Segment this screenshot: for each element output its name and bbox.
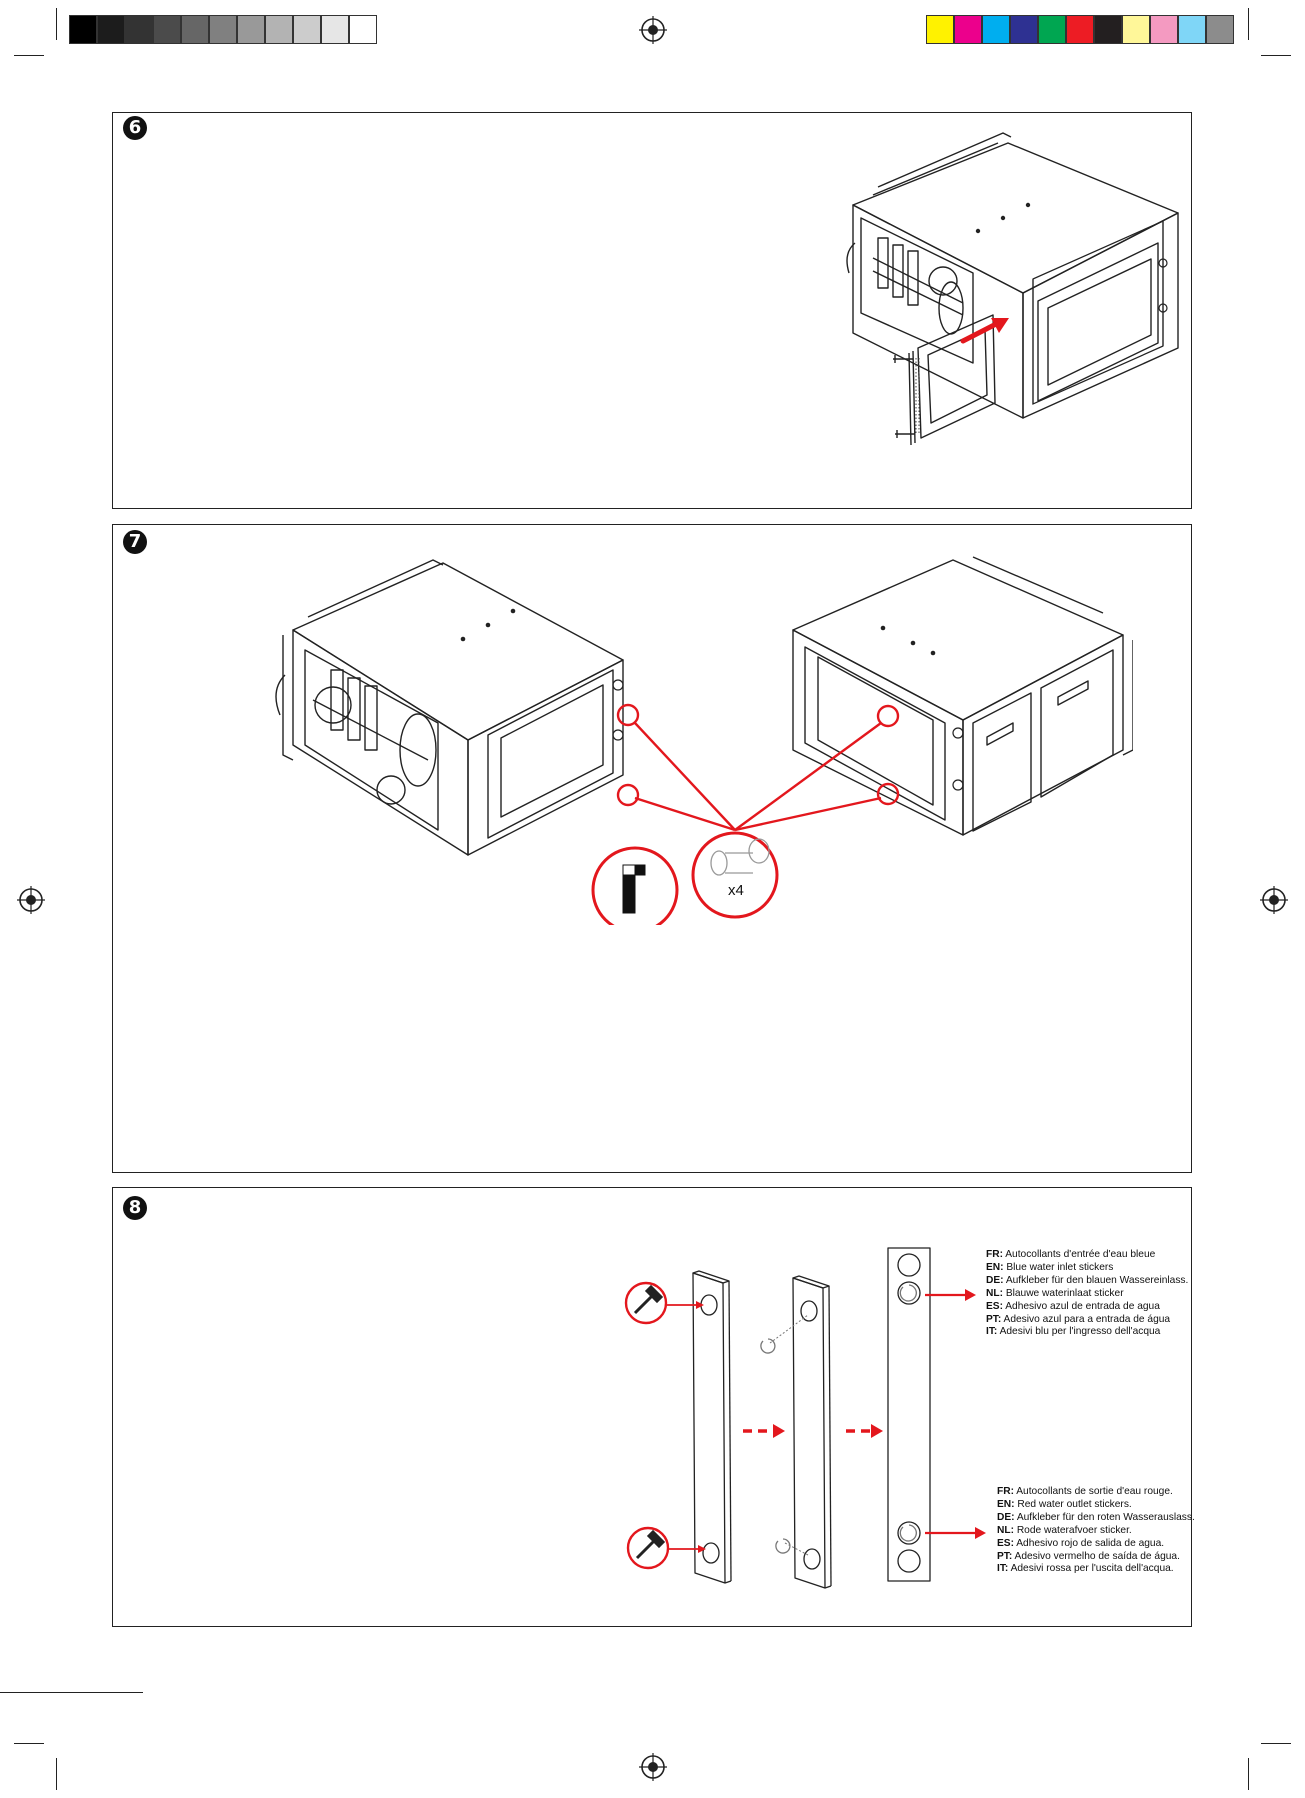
crop-mark: [1248, 8, 1249, 40]
color-swatch: [293, 15, 321, 44]
color-swatch: [237, 15, 265, 44]
color-swatch: [181, 15, 209, 44]
sticker-label-text: Rode waterafvoer sticker.: [1013, 1524, 1132, 1536]
color-swatch: [1150, 15, 1178, 44]
step-7-panel: 7: [112, 524, 1192, 1173]
red-outlet-sticker-labels: FR: Autocollants de sortie d'eau rouge.E…: [997, 1486, 1195, 1576]
color-swatch: [1122, 15, 1150, 44]
language-code: DE:: [997, 1511, 1015, 1523]
crop-mark: [56, 1758, 57, 1790]
sticker-label-text: Adhesivo azul de entrada de agua: [1002, 1300, 1160, 1312]
color-swatch: [1066, 15, 1094, 44]
color-swatch: [209, 15, 237, 44]
color-swatch: [1206, 15, 1234, 44]
sticker-label-text: Adesivo vermelho de saída de água.: [1012, 1550, 1180, 1562]
sticker-label-line: IT: Adesivi rossa per l'uscita dell'acqu…: [997, 1563, 1195, 1576]
color-swatch: [1178, 15, 1206, 44]
sticker-label-line: IT: Adesivi blu per l'ingresso dell'acqu…: [986, 1326, 1188, 1339]
sticker-label-line: DE: Aufkleber für den roten Wasserauslas…: [997, 1512, 1195, 1525]
color-swatch: [97, 15, 125, 44]
language-code: PT:: [997, 1550, 1013, 1562]
sticker-label-line: NL: Blauwe waterinlaat sticker: [986, 1288, 1188, 1301]
language-code: EN:: [997, 1498, 1015, 1510]
crop-mark: [1261, 1743, 1291, 1744]
sticker-label-text: Autocollants d'entrée d'eau bleue: [1002, 1249, 1156, 1260]
color-swatch: [349, 15, 377, 44]
sticker-label-text: Blauwe waterinlaat sticker: [1002, 1287, 1124, 1299]
language-code: DE:: [986, 1274, 1004, 1286]
registration-mark-bottom: [639, 1753, 667, 1781]
step-number-badge: 8: [123, 1196, 147, 1220]
sticker-label-text: Aufkleber für den blauen Wassereinlass.: [1003, 1274, 1189, 1286]
language-code: EN:: [986, 1261, 1004, 1273]
language-code: FR:: [986, 1249, 1003, 1260]
sticker-label-line: EN: Blue water inlet stickers: [986, 1262, 1188, 1275]
language-code: FR:: [997, 1486, 1014, 1497]
quantity-label: x4: [728, 882, 744, 899]
crop-mark: [14, 55, 44, 56]
crop-mark: [14, 1743, 44, 1744]
color-swatch: [982, 15, 1010, 44]
sticker-label-text: Adesivi rossa per l'uscita dell'acqua.: [1008, 1563, 1174, 1575]
sticker-label-line: ES: Adhesivo rojo de salida de agua.: [997, 1538, 1195, 1551]
language-code: IT:: [997, 1563, 1009, 1575]
footnote-rule: [0, 1692, 143, 1693]
sticker-label-text: Aufkleber für den roten Wasserauslass.: [1014, 1511, 1195, 1523]
color-swatch: [125, 15, 153, 44]
sticker-label-line: DE: Aufkleber für den blauen Wassereinla…: [986, 1275, 1188, 1288]
color-swatch: [926, 15, 954, 44]
registration-mark-left: [17, 886, 45, 914]
step-number-badge: 7: [123, 530, 147, 554]
sticker-label-line: FR: Autocollants de sortie d'eau rouge.: [997, 1486, 1195, 1499]
registration-mark-top: [639, 16, 667, 44]
sticker-label-text: Adesivi blu per l'ingresso dell'acqua: [997, 1326, 1161, 1338]
sticker-label-text: Adhesivo rojo de salida de agua.: [1013, 1537, 1165, 1549]
sticker-label-text: Autocollants de sortie d'eau rouge.: [1013, 1486, 1173, 1497]
language-code: PT:: [986, 1313, 1002, 1325]
sticker-label-text: Adesivo azul para a entrada de água: [1001, 1313, 1171, 1325]
language-code: NL:: [986, 1287, 1003, 1299]
color-swatch: [321, 15, 349, 44]
registration-mark-right: [1260, 886, 1288, 914]
step-8-panel: 8: [112, 1187, 1195, 1627]
sticker-label-line: ES: Adhesivo azul de entrada de agua: [986, 1301, 1188, 1314]
color-swatch: [1010, 15, 1038, 44]
process-color-bar: [926, 0, 1236, 48]
sticker-label-text: Red water outlet stickers.: [1014, 1498, 1132, 1510]
sticker-label-text: Blue water inlet stickers: [1003, 1261, 1114, 1273]
language-code: NL:: [997, 1524, 1014, 1536]
crop-mark: [1261, 55, 1291, 56]
step-8-sticker-illustration: [624, 1247, 986, 1589]
step-6-panel: 6: [112, 112, 1192, 509]
step-6-coil-insertion-illustration: [846, 132, 1179, 446]
sticker-label-line: EN: Red water outlet stickers.: [997, 1499, 1195, 1512]
language-code: ES:: [997, 1537, 1014, 1549]
color-swatch: [153, 15, 181, 44]
grayscale-color-bar: [69, 0, 379, 48]
language-code: ES:: [986, 1300, 1003, 1312]
step-7-duct-frame-illustration: x4: [275, 556, 1133, 925]
sticker-label-line: FR: Autocollants d'entrée d'eau bleue: [986, 1249, 1188, 1262]
crop-mark: [56, 8, 57, 40]
sticker-label-line: NL: Rode waterafvoer sticker.: [997, 1525, 1195, 1538]
color-swatch: [1038, 15, 1066, 44]
sticker-label-line: PT: Adesivo vermelho de saída de água.: [997, 1551, 1195, 1564]
language-code: IT:: [986, 1326, 998, 1338]
crop-mark: [1248, 1758, 1249, 1790]
color-swatch: [1094, 15, 1122, 44]
color-swatch: [69, 15, 97, 44]
step-number-badge: 6: [123, 116, 147, 140]
sticker-label-line: PT: Adesivo azul para a entrada de água: [986, 1314, 1188, 1327]
color-swatch: [954, 15, 982, 44]
color-swatch: [265, 15, 293, 44]
